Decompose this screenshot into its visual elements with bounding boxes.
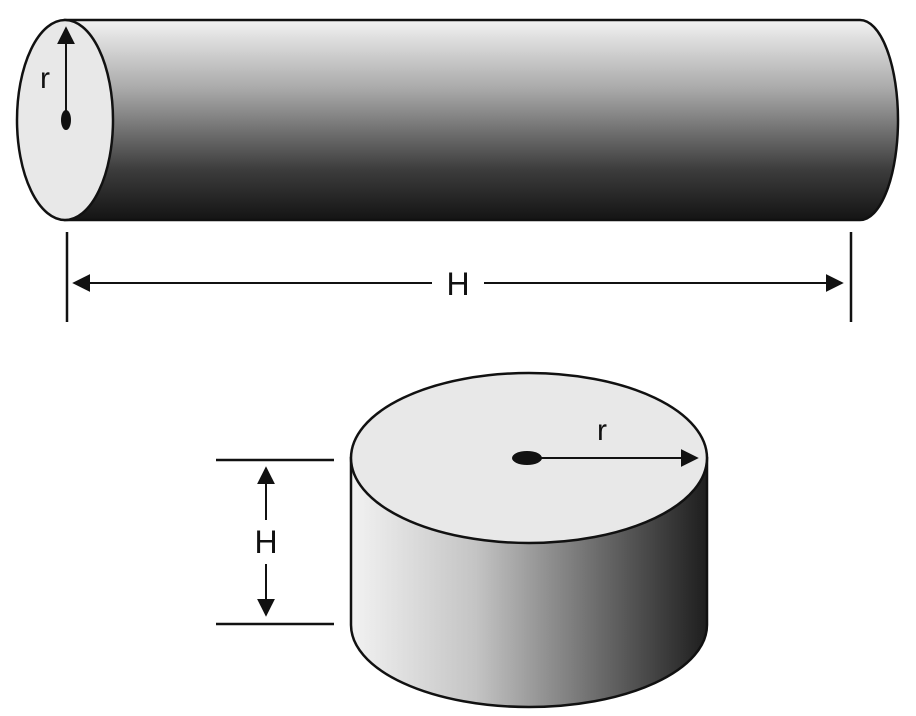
- short-cylinder-center-dot: [512, 451, 542, 465]
- short-cylinder: r H: [216, 371, 709, 709]
- short-cylinder-radius-label: r: [597, 414, 607, 447]
- long-cylinder-length-label: H: [446, 266, 469, 302]
- long-cylinder-radius-label: r: [40, 62, 50, 95]
- long-cylinder-body: [63, 18, 900, 222]
- short-cylinder-height-label: H: [254, 524, 277, 560]
- long-cylinder: r H: [15, 18, 900, 322]
